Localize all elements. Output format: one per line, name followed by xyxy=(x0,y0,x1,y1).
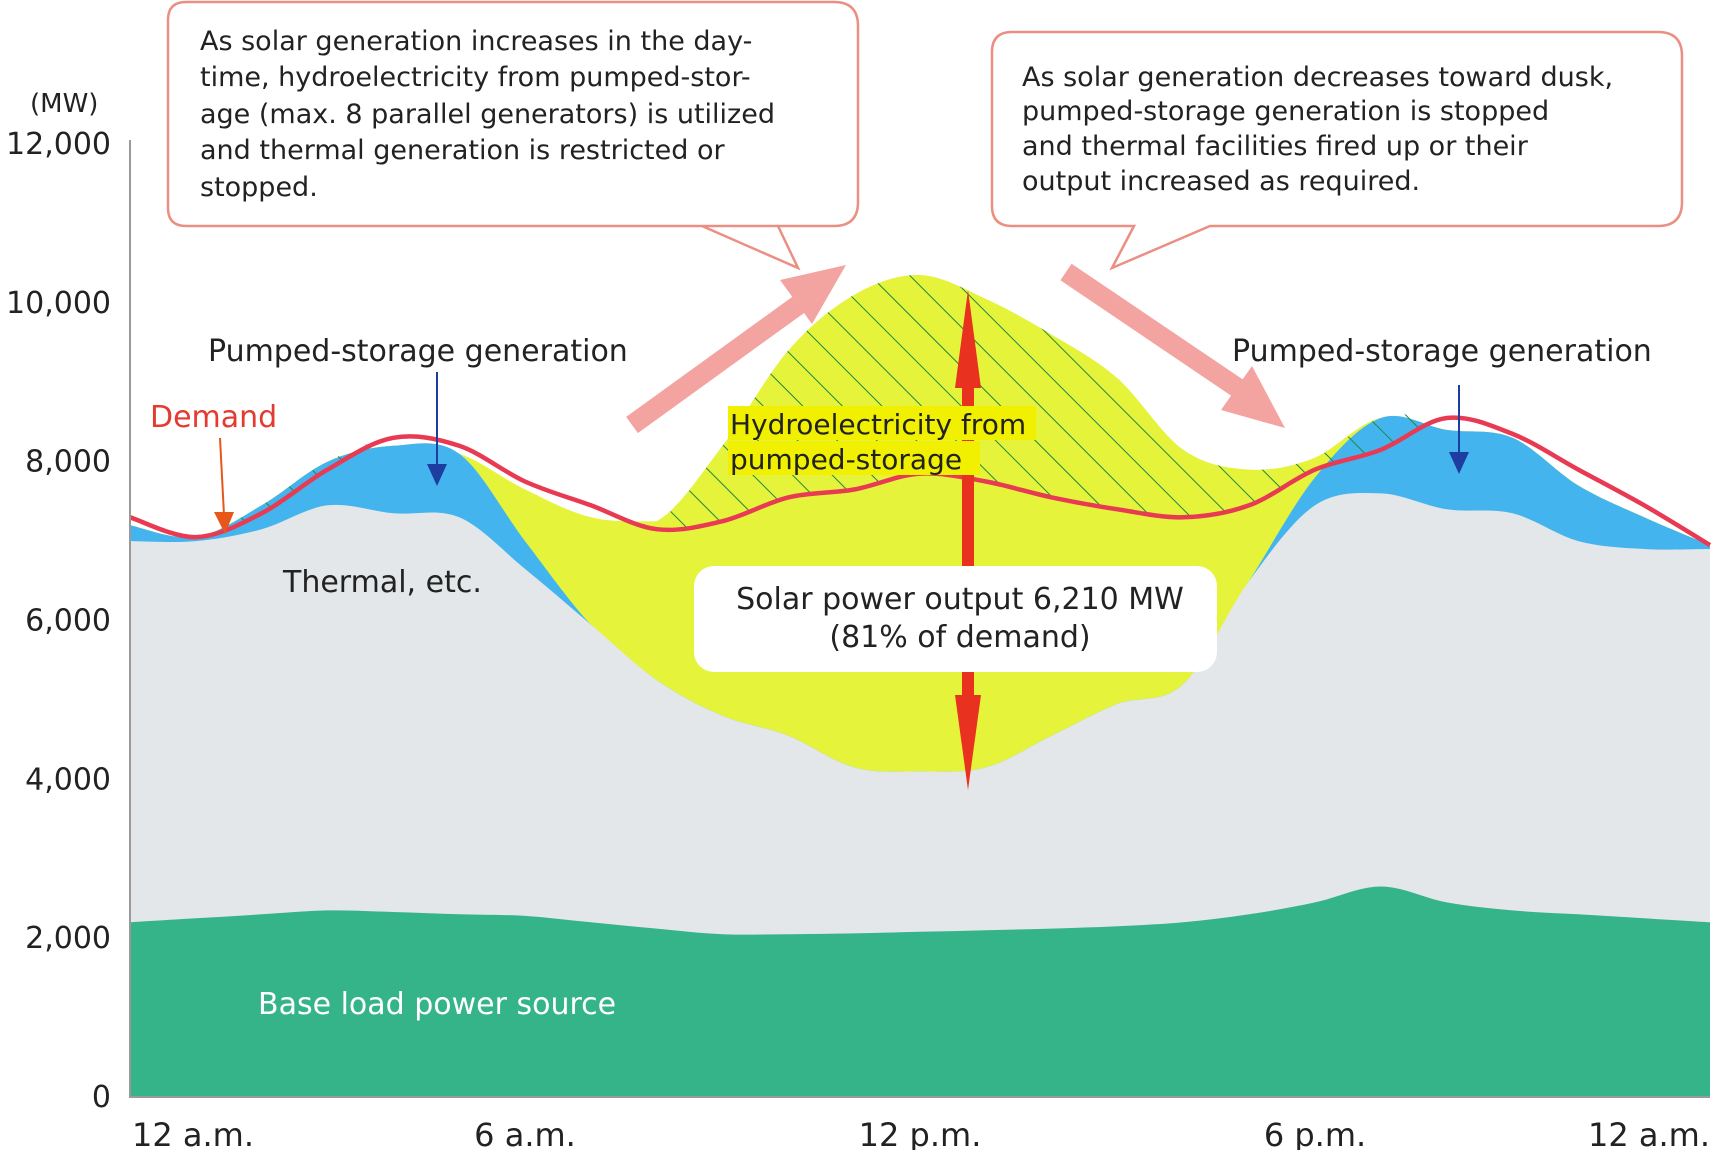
demand-pointer-line xyxy=(219,437,225,516)
callout-right-box xyxy=(990,30,1684,271)
pumped-storage-label-left: Pumped-storage generation xyxy=(208,334,628,369)
axes xyxy=(129,140,1710,1098)
y-tick-label: 4,000 xyxy=(25,762,111,797)
pumped-storage-label-right: Pumped-storage generation xyxy=(1232,334,1652,369)
trend-arrow-up-head xyxy=(780,265,846,324)
solar-arrow-head-top xyxy=(955,290,981,388)
svg-text:As solar generation decreases: As solar generation decreases toward dus… xyxy=(1022,62,1613,93)
callout-left-box xyxy=(166,0,860,271)
trend-arrow-down-head xyxy=(1221,366,1285,428)
y-tick-label: 0 xyxy=(92,1080,111,1115)
svg-text:time, hydroelectricity from pu: time, hydroelectricity from pumped-stor- xyxy=(200,62,751,93)
pumped-right-pointer xyxy=(1449,385,1469,474)
hydro-label-line-1: Hydroelectricity from xyxy=(730,408,1026,441)
callout-right-line-3: and thermal facilities fired up or their xyxy=(1022,131,1529,162)
demand-pointer-head xyxy=(214,512,234,534)
svg-text:pumped-storage generation is s: pumped-storage generation is stopped xyxy=(1022,96,1549,127)
solar-output-box-bg xyxy=(694,566,1217,672)
callout-left-line-4: and thermal generation is restricted or xyxy=(200,135,725,166)
callout-right: As solar generation decreases toward dus… xyxy=(990,30,1684,271)
y-tick-label: 2,000 xyxy=(25,921,111,956)
hydro-label: Hydroelectricity from pumped-storage xyxy=(728,406,1036,476)
demand-pointer xyxy=(214,437,234,534)
demand-label: Demand xyxy=(150,400,277,435)
callout-right-line-2: pumped-storage generation is stopped xyxy=(1022,96,1549,127)
solar-output-label: Solar power output 6,210 MW xyxy=(736,582,1184,617)
pumped-right-pointer-head xyxy=(1449,452,1469,474)
callout-left-line-5: stopped. xyxy=(200,172,318,203)
svg-text:output increased as required.: output increased as required. xyxy=(1022,166,1420,197)
y-tick-label: 8,000 xyxy=(25,445,111,480)
callout-left-line-1: As solar generation increases in the day… xyxy=(200,26,752,57)
y-unit-label: (MW) xyxy=(30,89,98,119)
hydro-label-line-2: pumped-storage xyxy=(730,443,962,476)
x-tick-label: 6 p.m. xyxy=(1264,1116,1366,1150)
callout-left-line-2: time, hydroelectricity from pumped-stor- xyxy=(200,62,751,93)
svg-text:As solar generation increases: As solar generation increases in the day… xyxy=(200,26,752,57)
x-tick-labels: 12 a.m. 6 a.m. 12 p.m. 6 p.m. 12 a.m. xyxy=(132,1116,1710,1150)
callout-right-line-4: output increased as required. xyxy=(1022,166,1420,197)
thermal-label: Thermal, etc. xyxy=(282,565,482,600)
x-tick-label: 12 p.m. xyxy=(859,1116,982,1150)
y-tick-label: 6,000 xyxy=(25,604,111,639)
x-tick-label: 12 a.m. xyxy=(132,1116,254,1150)
svg-text:and thermal generation is rest: and thermal generation is restricted or xyxy=(200,135,725,166)
base-load-label: Base load power source xyxy=(258,987,616,1022)
stacked-areas xyxy=(130,274,1710,1098)
y-tick-label: 10,000 xyxy=(6,286,111,321)
solar-arrow-head-bottom xyxy=(955,695,981,790)
svg-text:stopped.: stopped. xyxy=(200,172,318,203)
trend-arrow-down-shaft xyxy=(1060,263,1251,402)
trend-arrow-up xyxy=(626,265,846,434)
svg-text:and thermal facilities fired u: and thermal facilities fired up or their xyxy=(1022,131,1529,162)
pumped-left-pointer xyxy=(427,372,447,486)
trend-arrow-down xyxy=(1060,263,1285,428)
svg-text:age (max. 8 parallel generator: age (max. 8 parallel generators) is util… xyxy=(200,99,775,130)
pumped-left-pointer-head xyxy=(427,464,447,486)
base-load-area xyxy=(130,886,1710,1097)
solar-output-box: Solar power output 6,210 MW (81% of dema… xyxy=(694,566,1217,672)
callout-right-line-1: As solar generation decreases toward dus… xyxy=(1022,62,1613,93)
x-tick-label: 12 a.m. xyxy=(1588,1116,1710,1150)
callout-left-line-3: age (max. 8 parallel generators) is util… xyxy=(200,99,775,130)
hydro-label-bg-1 xyxy=(728,406,1036,440)
solar-output-percent: (81% of demand) xyxy=(829,620,1090,655)
x-tick-label: 6 a.m. xyxy=(474,1116,576,1150)
hydro-label-bg-2 xyxy=(728,441,980,475)
y-tick-label: 12,000 xyxy=(6,127,111,162)
callout-left: As solar generation increases in the day… xyxy=(166,0,860,271)
y-tick-labels: 0 2,000 4,000 6,000 8,000 10,000 12,000 xyxy=(6,127,111,1115)
trend-arrow-up-shaft xyxy=(626,291,811,434)
